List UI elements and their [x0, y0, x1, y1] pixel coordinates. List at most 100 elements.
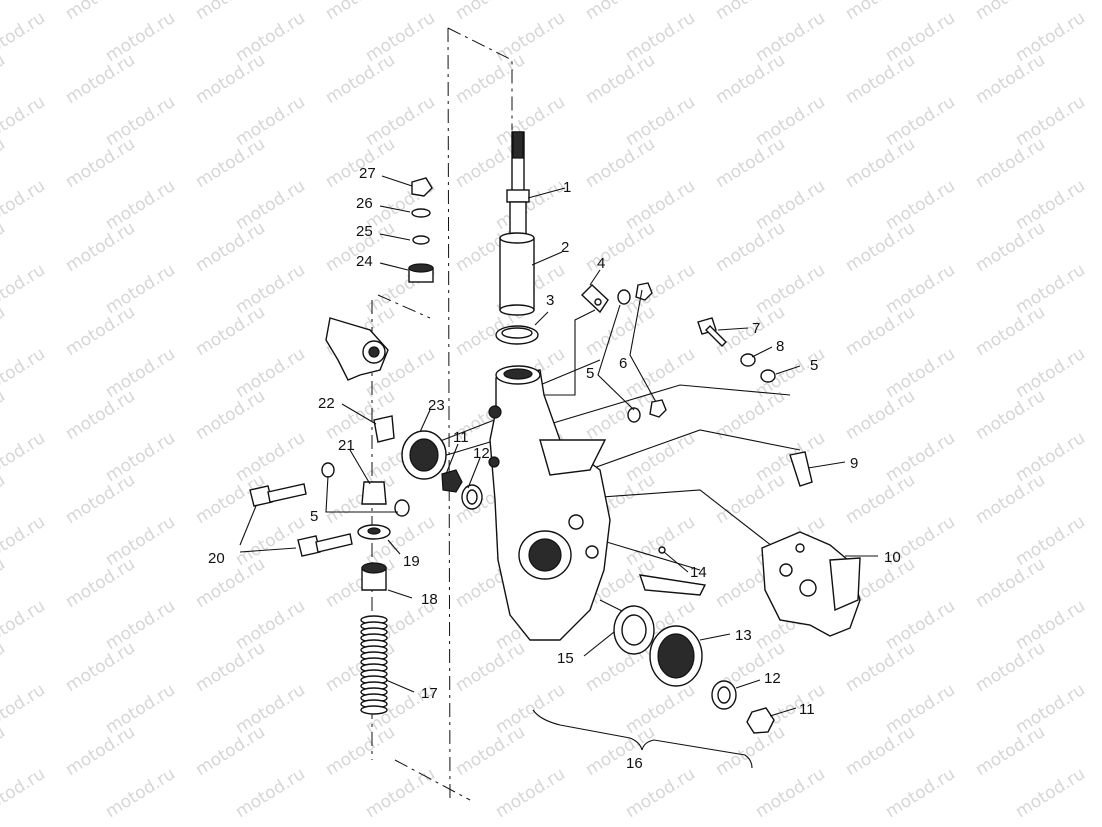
callout-22: 22	[318, 395, 335, 412]
watermark-text: motod.ru	[622, 92, 699, 150]
watermark-text: motod.ru	[232, 344, 309, 402]
watermark-text: motod.ru	[752, 8, 829, 66]
watermark-text: motod.ru	[0, 386, 9, 444]
watermark-text: motod.ru	[232, 8, 309, 66]
watermark-text: motod.ru	[62, 218, 139, 276]
watermark-text: motod.ru	[972, 554, 1049, 612]
watermark-text: motod.ru	[0, 302, 9, 360]
callout-7: 7	[752, 320, 760, 337]
watermark-text: motod.ru	[882, 428, 959, 486]
watermark-text: motod.ru	[0, 680, 49, 738]
watermark-text: motod.ru	[712, 134, 789, 192]
leader-lines	[239, 175, 878, 769]
watermark-text: motod.ru	[622, 176, 699, 234]
watermark-text: motod.ru	[0, 260, 49, 318]
watermark-text: motod.ru	[232, 764, 309, 822]
callout-24: 24	[356, 253, 373, 270]
watermark-text: motod.ru	[362, 512, 439, 570]
watermark-text: motod.ru	[492, 8, 569, 66]
watermark-text: motod.ru	[842, 386, 919, 444]
left-hub-seal-set	[401, 430, 483, 510]
watermark-text: motod.ru	[0, 50, 9, 108]
spindle-sleeve	[499, 232, 535, 316]
watermark-text: motod.ru	[1012, 176, 1089, 234]
callout-25: 25	[356, 223, 373, 240]
watermark-text: motod.ru	[882, 596, 959, 654]
watermark-text: motod.ru	[882, 8, 959, 66]
watermark-text: motod.ru	[62, 554, 139, 612]
callout-23: 23	[428, 397, 445, 414]
callout-11-right: 11	[799, 701, 815, 718]
watermark-text: motod.ru	[972, 0, 1049, 24]
watermark-text: motod.ru	[0, 176, 49, 234]
watermark-text: motod.ru	[842, 722, 919, 780]
spindle-body	[488, 365, 611, 641]
watermark-text: motod.ru	[62, 638, 139, 696]
watermark-text: motod.ru	[232, 680, 309, 738]
watermark-text: motod.ru	[882, 344, 959, 402]
watermark-text: motod.ru	[232, 92, 309, 150]
watermark-text: motod.ru	[192, 0, 269, 24]
watermark-text: motod.ru	[192, 554, 269, 612]
watermark-text: motod.ru	[882, 764, 959, 822]
watermark-text: motod.ru	[0, 134, 9, 192]
callout-10: 10	[884, 549, 901, 566]
watermark-text: motod.ru	[362, 8, 439, 66]
callout-9: 9	[850, 455, 858, 472]
watermark-text: motod.ru	[102, 428, 179, 486]
watermark-text: motod.ru	[972, 722, 1049, 780]
watermark-text: motod.ru	[0, 596, 49, 654]
watermark-text: motod.ru	[492, 176, 569, 234]
watermark-text: motod.ru	[1012, 596, 1089, 654]
watermark-text: motod.ru	[232, 596, 309, 654]
watermark-text: motod.ru	[622, 428, 699, 486]
watermark-text: motod.ru	[452, 50, 529, 108]
watermark-text: motod.ru	[322, 0, 399, 24]
watermark-text: motod.ru	[102, 596, 179, 654]
watermark-text: motod.ru	[622, 8, 699, 66]
top-stack-hardware	[408, 177, 434, 283]
watermark-text: motod.ru	[972, 218, 1049, 276]
watermark-text: motod.ru	[622, 764, 699, 822]
watermark-text: motod.ru	[62, 302, 139, 360]
watermark-text: motod.ru	[622, 344, 699, 402]
callout-18: 18	[421, 591, 438, 608]
watermark-text: motod.ru	[1012, 680, 1089, 738]
watermark-text: motod.ru	[102, 512, 179, 570]
watermark-text: motod.ru	[192, 722, 269, 780]
watermark-text: motod.ru	[0, 470, 9, 528]
key-part	[789, 451, 813, 487]
watermark-text: motod.ru	[842, 50, 919, 108]
callout-labels: 1 2 3 4 5 6 7 8 5 9 10 11 12 23 22 21 5 …	[208, 165, 901, 772]
watermark-text: motod.ru	[102, 680, 179, 738]
watermark-text: motod.ru	[1012, 260, 1089, 318]
watermark-text: motod.ru	[62, 386, 139, 444]
watermark-text: motod.ru	[972, 470, 1049, 528]
watermark-text: motod.ru	[712, 50, 789, 108]
watermark-text: motod.ru	[972, 134, 1049, 192]
watermark-text: motod.ru	[972, 638, 1049, 696]
watermark-text: motod.ru	[842, 134, 919, 192]
callout-5-left: 5	[310, 508, 318, 525]
watermark-text: motod.ru	[622, 260, 699, 318]
spring-stack	[357, 524, 391, 715]
watermark-text: motod.ru	[882, 260, 959, 318]
watermark-text: motod.ru	[752, 92, 829, 150]
watermark-text: motod.ru	[102, 764, 179, 822]
callout-19: 19	[403, 553, 420, 570]
watermark-text: motod.ru	[0, 638, 9, 696]
hub-bearing-set	[649, 625, 775, 734]
watermark-text: motod.ru	[322, 134, 399, 192]
watermark-text: motod.ru	[972, 302, 1049, 360]
watermark-text: motod.ru	[972, 50, 1049, 108]
watermark-text: motod.ru	[492, 92, 569, 150]
watermark-text: motod.ru	[0, 722, 9, 780]
bushing-ring	[495, 325, 539, 345]
callout-27: 27	[359, 165, 376, 182]
callout-5-upper: 5	[586, 365, 594, 382]
watermark-text: motod.ru	[582, 0, 659, 24]
watermark-text: motod.ru	[192, 134, 269, 192]
watermark-text: motod.ru	[712, 0, 789, 24]
bolt-set-7-8-5	[697, 317, 776, 383]
